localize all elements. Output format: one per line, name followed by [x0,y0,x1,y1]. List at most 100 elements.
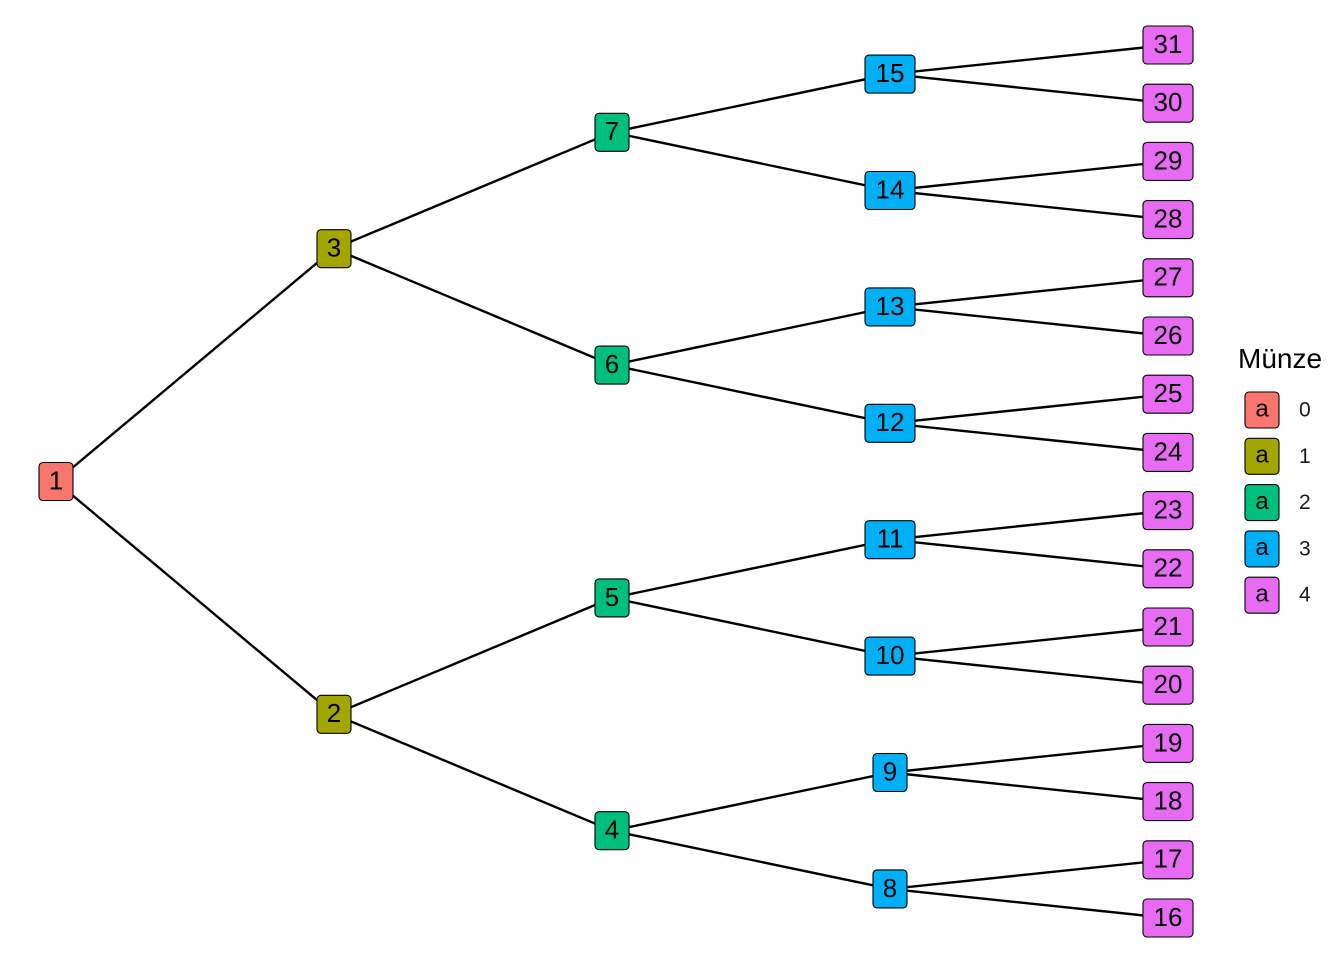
edges-layer [55,43,1169,920]
node-label: 3 [327,233,341,263]
tree-edge-11-23 [889,509,1169,541]
tree-node-13: 13 [864,287,916,327]
legend-key-box [1244,391,1280,429]
tree-edge-15-31 [889,43,1169,76]
tree-node-6: 6 [594,345,630,385]
node-label: 25 [1154,378,1183,408]
legend-key-box [1244,576,1280,614]
tree-node-3: 3 [316,229,352,269]
node-box [594,578,630,618]
node-box [864,287,916,327]
tree-edge-14-29 [889,160,1169,192]
tree-node-29: 29 [1142,141,1194,181]
legend-label: 4 [1299,584,1311,607]
node-label: 29 [1154,145,1183,175]
tree-node-8: 8 [872,869,908,909]
legend-label: 1 [1299,445,1311,468]
node-label: 13 [876,291,905,321]
tree-edge-2-5 [333,596,613,716]
node-label: 19 [1154,727,1183,757]
node-box [864,636,916,676]
node-box [1142,258,1194,298]
node-box [864,520,916,560]
tree-edge-3-6 [333,247,613,367]
tree-edge-8-17 [889,858,1169,891]
tree-node-17: 17 [1142,840,1194,880]
node-label: 9 [883,756,897,786]
node-label: 17 [1154,844,1183,874]
node-box [864,54,916,94]
tree-edge-4-9 [611,771,891,832]
tree-node-21: 21 [1142,607,1194,647]
node-box [872,752,908,793]
legend-key-letter: a [1255,442,1269,469]
tree-node-28: 28 [1142,200,1194,240]
tree-node-26: 26 [1142,316,1194,356]
node-label: 24 [1154,436,1183,466]
node-box [1142,665,1194,705]
node-label: 15 [876,58,905,88]
node-label: 28 [1154,203,1183,233]
node-box [316,694,352,734]
tree-node-20: 20 [1142,665,1194,705]
legend-key-box [1244,437,1280,475]
node-box [594,811,630,851]
tree-edge-5-11 [611,538,891,600]
node-label: 1 [49,465,63,495]
tree-edge-15-30 [889,72,1169,105]
tree-edge-13-26 [889,305,1169,338]
node-label: 22 [1154,553,1183,583]
tree-edge-14-28 [889,189,1169,221]
node-label: 26 [1154,320,1183,350]
tree-edge-3-7 [333,131,613,250]
legend-key-letter: a [1255,581,1269,608]
tree-edge-12-24 [889,422,1169,454]
node-box [594,345,630,385]
node-label: 2 [327,698,341,728]
tree-node-30: 30 [1142,83,1194,123]
node-label: 10 [876,640,905,670]
node-box [1142,200,1194,240]
node-box [1142,25,1194,65]
tree-node-12: 12 [864,403,916,443]
tree-edge-2-4 [333,713,613,832]
tree-node-31: 31 [1142,25,1194,65]
node-box [1142,432,1194,472]
tree-node-25: 25 [1142,374,1194,414]
node-box [1142,316,1194,356]
tree-edge-6-12 [611,363,891,425]
node-label: 5 [605,582,619,612]
node-box [1142,374,1194,414]
node-label: 31 [1154,29,1183,59]
node-box [1142,491,1194,531]
node-box [316,229,352,269]
legend-key-letter: a [1255,534,1269,561]
tree-edge-7-15 [611,72,891,134]
legend-label: 3 [1299,537,1311,560]
node-label: 14 [876,174,905,204]
tree-node-14: 14 [864,170,916,211]
node-label: 12 [876,407,905,437]
node-label: 4 [605,815,619,845]
node-box [872,869,908,909]
tree-node-10: 10 [864,636,916,676]
legend-key-letter: a [1255,395,1269,422]
node-label: 30 [1154,87,1183,117]
node-box [1142,607,1194,647]
node-box [1142,83,1194,123]
tree-edge-5-10 [611,596,891,658]
node-label: 7 [605,116,619,146]
node-label: 6 [605,349,619,379]
node-label: 8 [883,873,897,903]
node-label: 21 [1154,611,1183,641]
tree-edge-10-20 [889,654,1169,687]
tree-node-27: 27 [1142,258,1194,298]
tree-node-16: 16 [1142,898,1194,938]
